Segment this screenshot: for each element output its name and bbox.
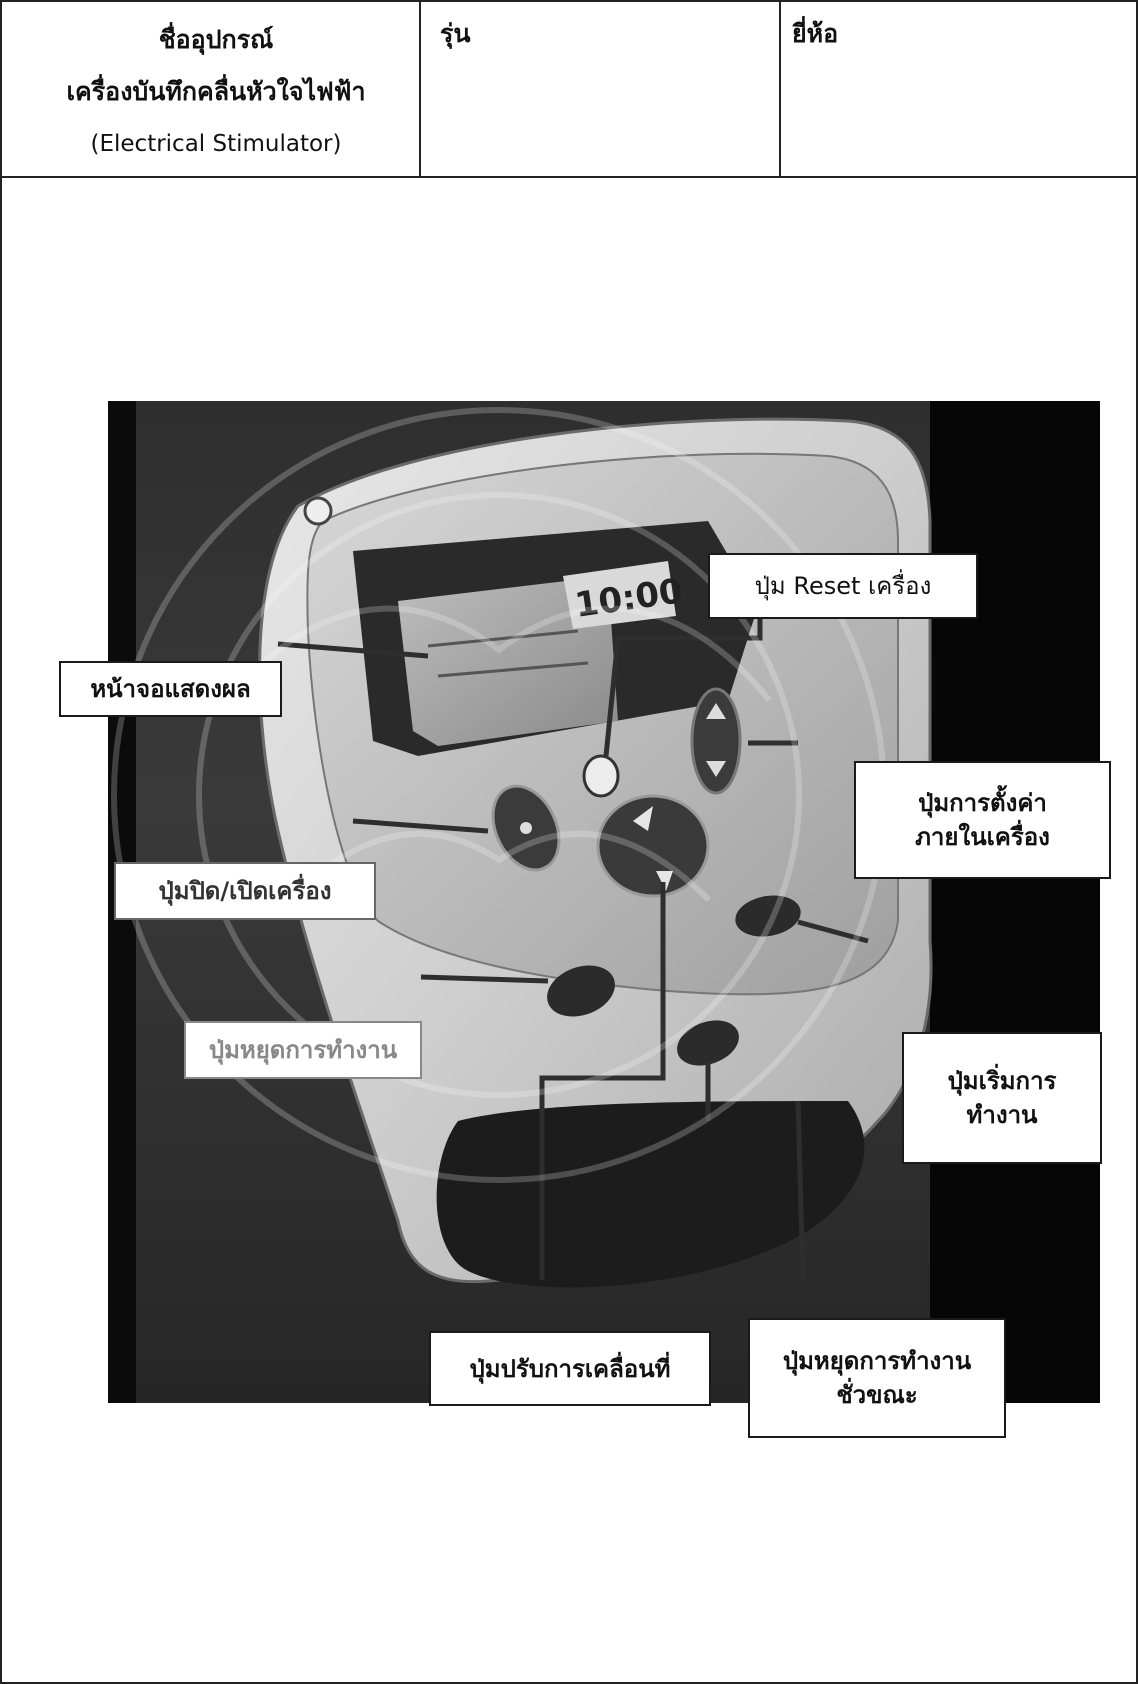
brand-label: ยี่ห้อ <box>792 14 838 54</box>
callout-settings-line2: ภายในเครื่อง <box>915 820 1050 854</box>
callout-display-screen: หน้าจอแสดงผล <box>59 661 282 717</box>
callout-reset-button-text: ปุ่ม Reset เครื่อง <box>755 569 932 603</box>
callout-settings-line1: ปุ่มการตั้งค่า <box>918 786 1047 820</box>
equipment-name-label: ชื่ออุปกรณ์ <box>20 14 412 66</box>
callout-adjust-button-text: ปุ่มปรับการเคลื่อนที่ <box>470 1352 671 1386</box>
callout-pause-button: ปุ่มหยุดการทำงาน ชั่วขณะ <box>748 1318 1006 1438</box>
equipment-header-table: ชื่ออุปกรณ์ เครื่องบันทึกคลื่นหัวใจไฟฟ้า… <box>0 0 1138 178</box>
callout-pause-line1: ปุ่มหยุดการทำงาน <box>783 1344 971 1378</box>
callout-power-button-text: ปุ่มปิด/เปิดเครื่อง <box>159 874 332 908</box>
callout-adjust-button: ปุ่มปรับการเคลื่อนที่ <box>429 1331 711 1406</box>
model-label: รุ่น <box>440 14 471 54</box>
callout-start-line2: ทำงาน <box>967 1098 1038 1132</box>
column-divider <box>779 0 781 176</box>
callout-start-line1: ปุ่มเริ่มการ <box>948 1064 1057 1098</box>
equipment-name-english: (Electrical Stimulator) <box>20 118 412 170</box>
callout-display-screen-text: หน้าจอแสดงผล <box>90 672 250 706</box>
equipment-name-cell: ชื่ออุปกรณ์ เครื่องบันทึกคลื่นหัวใจไฟฟ้า… <box>20 14 412 170</box>
callout-pause-line2: ชั่วขณะ <box>836 1378 917 1412</box>
equipment-name-thai: เครื่องบันทึกคลื่นหัวใจไฟฟ้า <box>20 66 412 118</box>
callout-stop-button: ปุ่มหยุดการทำงาน <box>184 1021 422 1079</box>
callout-start-button: ปุ่มเริ่มการ ทำงาน <box>902 1032 1102 1164</box>
callout-reset-button: ปุ่ม Reset เครื่อง <box>708 553 978 619</box>
column-divider <box>419 0 421 176</box>
callout-settings-button: ปุ่มการตั้งค่า ภายในเครื่อง <box>854 761 1111 879</box>
callout-power-button: ปุ่มปิด/เปิดเครื่อง <box>114 862 376 920</box>
callout-stop-button-text: ปุ่มหยุดการทำงาน <box>209 1033 397 1067</box>
